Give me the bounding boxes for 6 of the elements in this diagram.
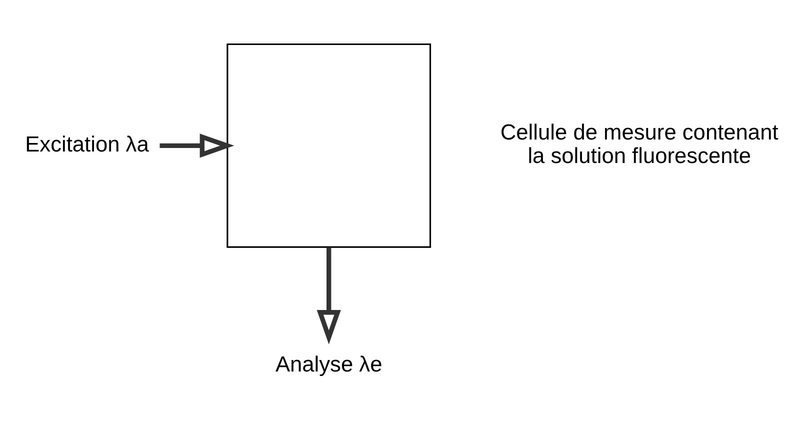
node-box [226,43,432,248]
arrow [160,134,234,158]
node-label: Cellule de mesure contenant la solution fluorescente [500,120,778,168]
node-text: Analyse λe [275,351,382,376]
arrow [316,247,341,344]
node-text: Excitation λa [25,131,149,156]
